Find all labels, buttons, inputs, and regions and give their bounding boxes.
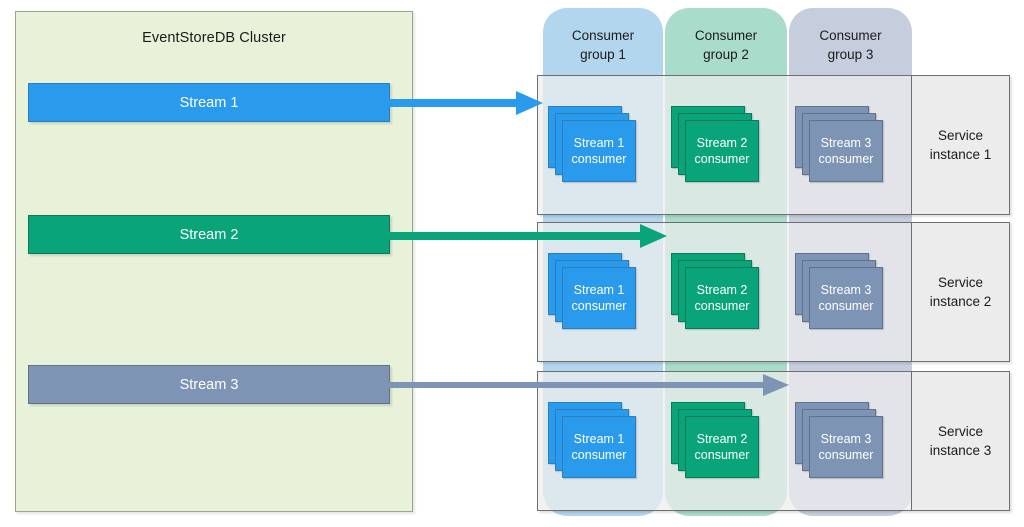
stream-1-consumer-stack-instance-3: Stream 1 consumer: [548, 402, 636, 478]
stream-1-consumer-stack-instance-2: Stream 1 consumer: [548, 253, 636, 329]
consumer-group-2-label: Consumer group 2: [666, 26, 786, 64]
arrow-stream-2-to-group-2: [388, 224, 667, 248]
service-instance-3-label: Service instance 3: [911, 372, 1009, 510]
service-instance-1: Stream 1 consumer Stream 2 consumer Stre…: [537, 75, 1010, 215]
eventstoredb-cluster-panel: EventStoreDB Cluster Stream 1 Stream 2 S…: [15, 11, 413, 512]
stream-2-consumer-stack-instance-1: Stream 2 consumer: [671, 106, 759, 182]
consumer-card-front: Stream 3 consumer: [809, 120, 883, 182]
stream-2-box: Stream 2: [28, 215, 390, 254]
consumer-card-line2: consumer: [818, 299, 874, 313]
stream-3-consumer-stack-instance-3: Stream 3 consumer: [795, 402, 883, 478]
consumer-card-front: Stream 3 consumer: [809, 416, 883, 478]
consumer-card-line2: consumer: [818, 448, 874, 462]
stream-2-consumer-stack-instance-3: Stream 2 consumer: [671, 402, 759, 478]
consumer-card-line2: consumer: [571, 299, 627, 313]
service-instance-1-label-line1: Service: [937, 128, 983, 143]
stream-3-consumer-stack-instance-2: Stream 3 consumer: [795, 253, 883, 329]
consumer-card-front: Stream 3 consumer: [809, 267, 883, 329]
service-instance-2-label: Service instance 2: [911, 223, 1009, 361]
consumer-card-line1: Stream 3: [820, 283, 872, 297]
consumer-card-line1: Stream 2: [696, 136, 748, 150]
stream-1-consumer-stack-instance-1: Stream 1 consumer: [548, 106, 636, 182]
consumer-group-1-label-line1: Consumer: [571, 28, 635, 43]
consumer-group-3-label-line1: Consumer: [819, 28, 882, 43]
consumer-card-line1: Stream 3: [820, 136, 872, 150]
consumer-group-1-label: Consumer group 1: [544, 26, 662, 64]
consumer-card-line1: Stream 1: [573, 136, 625, 150]
consumer-card-line1: Stream 1: [573, 432, 625, 446]
service-instance-3-label-line1: Service: [937, 424, 983, 439]
service-instance-1-label-line2: instance 1: [929, 147, 992, 162]
cluster-title: EventStoreDB Cluster: [142, 30, 286, 46]
consumer-card-front: Stream 1 consumer: [562, 120, 636, 182]
arrow-stream-3-to-group-3: [388, 374, 789, 396]
consumer-group-3-label: Consumer group 3: [790, 26, 911, 64]
consumer-card-line2: consumer: [694, 152, 750, 166]
consumer-card-line1: Stream 2: [696, 432, 748, 446]
service-instance-2: Stream 1 consumer Stream 2 consumer Stre…: [537, 222, 1010, 362]
consumer-card-line1: Stream 3: [820, 432, 872, 446]
consumer-card-front: Stream 2 consumer: [685, 120, 759, 182]
consumer-card-line2: consumer: [571, 448, 627, 462]
stream-1-box: Stream 1: [28, 83, 390, 122]
consumer-card-front: Stream 1 consumer: [562, 416, 636, 478]
stream-3-box: Stream 3: [28, 365, 390, 404]
stream-3-consumer-stack-instance-1: Stream 3 consumer: [795, 106, 883, 182]
consumer-card-front: Stream 1 consumer: [562, 267, 636, 329]
consumer-group-2-label-line2: group 2: [703, 47, 749, 62]
stream-2-consumer-stack-instance-2: Stream 2 consumer: [671, 253, 759, 329]
service-instance-2-label-line2: instance 2: [929, 294, 992, 309]
consumer-group-2-label-line1: Consumer: [694, 28, 758, 43]
consumer-card-line2: consumer: [694, 448, 750, 462]
consumer-group-1-label-line2: group 1: [580, 47, 626, 62]
service-instance-3-label-line2: instance 3: [929, 443, 992, 458]
arrow-stream-1-to-group-1: [388, 91, 543, 115]
consumer-card-line1: Stream 1: [573, 283, 625, 297]
consumer-card-line2: consumer: [571, 152, 627, 166]
service-instance-2-label-line1: Service: [937, 275, 983, 290]
consumer-card-front: Stream 2 consumer: [685, 416, 759, 478]
consumer-card-front: Stream 2 consumer: [685, 267, 759, 329]
service-instance-3: Stream 1 consumer Stream 2 consumer Stre…: [537, 371, 1010, 511]
service-instance-1-label: Service instance 1: [911, 76, 1009, 214]
consumer-card-line2: consumer: [818, 152, 874, 166]
consumer-card-line2: consumer: [694, 299, 750, 313]
consumer-card-line1: Stream 2: [696, 283, 748, 297]
consumer-group-3-label-line2: group 3: [827, 47, 874, 62]
